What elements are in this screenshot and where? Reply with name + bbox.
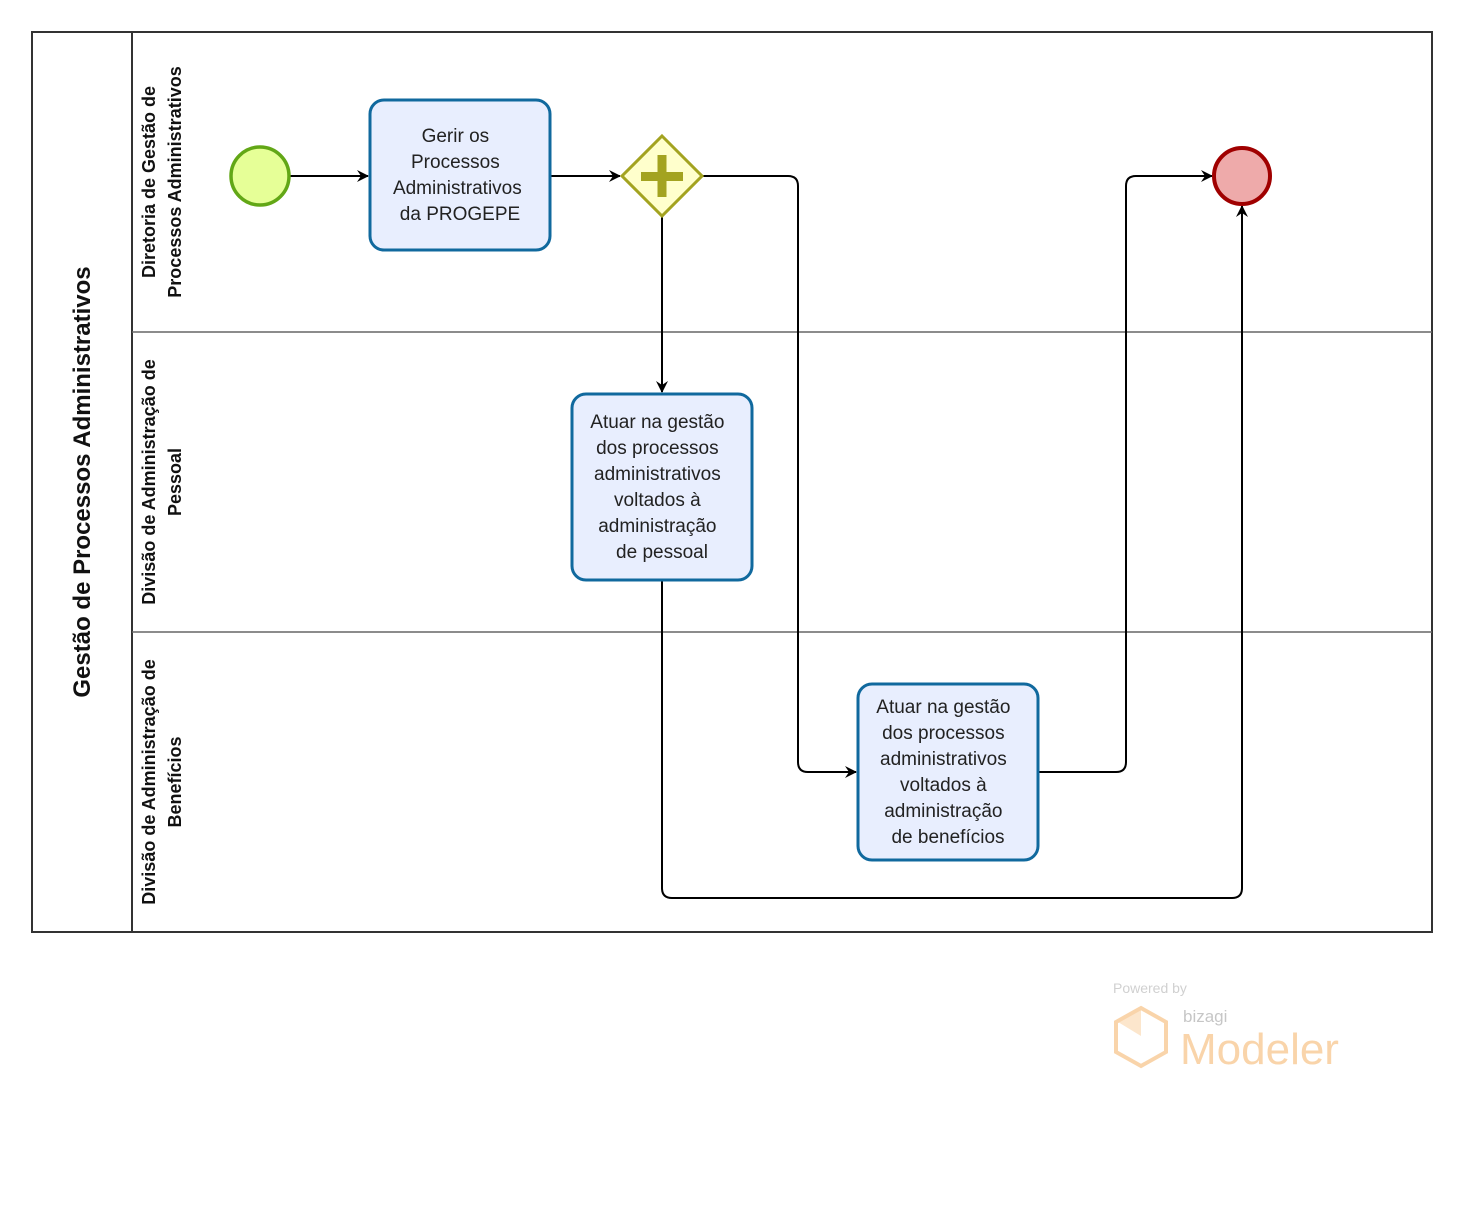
powered-by-text: Powered by xyxy=(1113,980,1187,996)
brand-text: bizagi xyxy=(1183,1007,1227,1026)
end-event[interactable] xyxy=(1212,146,1272,206)
flow-task3-to-end[interactable] xyxy=(1038,170,1213,773)
pool-title: Gestão de Processos Administrativos xyxy=(69,266,96,697)
flow-task2-to-end[interactable] xyxy=(661,205,1248,899)
task-administracao-beneficios[interactable]: Atuar na gestão dos processos administra… xyxy=(856,682,1040,862)
bizagi-watermark: Powered by bizagi Modeler xyxy=(1113,980,1339,1074)
task-gerir-processos[interactable]: Gerir os Processos Administrativos da PR… xyxy=(368,98,552,252)
bizagi-logo-icon xyxy=(1114,1005,1168,1069)
svg-text:Gerir os Processos: Gerir os Processos Administrativos da PR… xyxy=(393,126,527,225)
svg-text:Atuar na gestão dos proc: Atuar na gestão dos processos administra… xyxy=(876,697,1015,848)
start-event[interactable] xyxy=(229,145,291,207)
svg-text:Atuar na gestão dos proc: Atuar na gestão dos processos administra… xyxy=(590,412,729,563)
parallel-gateway[interactable] xyxy=(619,133,705,219)
task-administracao-pessoal[interactable]: Atuar na gestão dos processos administra… xyxy=(570,392,754,582)
flow-gateway-to-task3[interactable] xyxy=(702,175,857,778)
plus-icon xyxy=(641,155,683,197)
product-text: Modeler xyxy=(1180,1025,1339,1074)
sequence-flows xyxy=(290,170,1248,899)
